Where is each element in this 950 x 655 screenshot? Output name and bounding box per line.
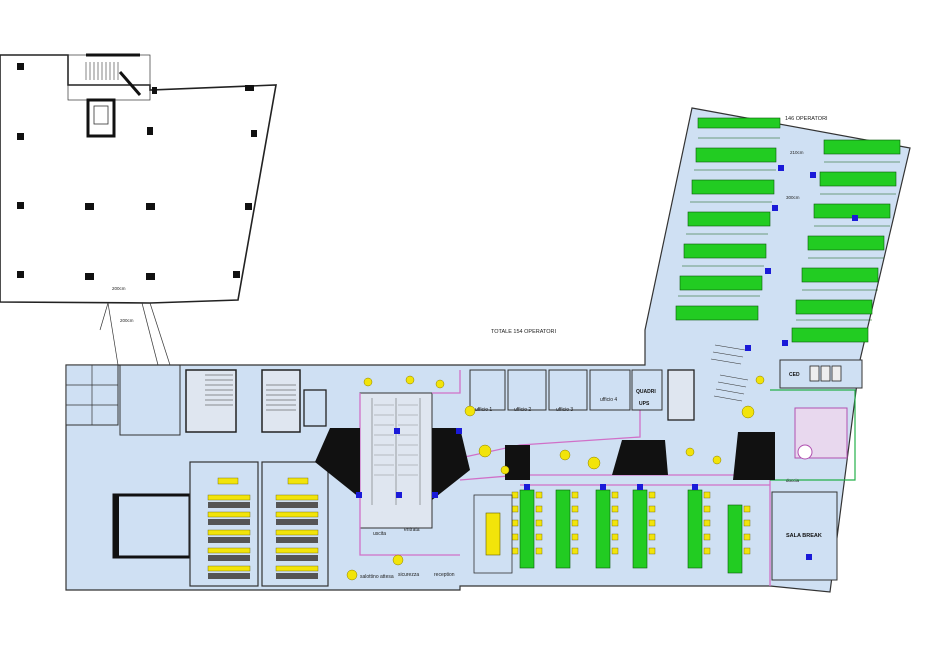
upper-floor-outline: 200cm 200cm xyxy=(0,53,277,366)
room-label-quadri: QUADRI xyxy=(636,389,656,395)
structural-blocks xyxy=(113,428,775,557)
planters xyxy=(346,375,765,581)
classroom-desks xyxy=(207,477,319,579)
room-label-ups: UPS xyxy=(639,401,650,407)
room-label-ufficio-4: ufficio 4 xyxy=(600,397,617,403)
room-label-reception: reception xyxy=(434,572,455,578)
dim-label-corridor: 200cm xyxy=(120,318,134,323)
room-label-uscita: uscita xyxy=(373,531,386,537)
room-label-doccia: doccia xyxy=(786,478,800,483)
south-workstations xyxy=(473,484,751,574)
room-label-ufficio-3: ufficio 3 xyxy=(556,407,573,413)
room-label-ced: CED xyxy=(789,372,800,378)
room-label-sicurezza: sicurezza xyxy=(398,572,419,578)
north-wing-workstations xyxy=(675,117,901,351)
main-floor xyxy=(65,107,911,593)
room-label-ufficio-2: ufficio 2 xyxy=(514,407,531,413)
room-label-entrata: entrata xyxy=(404,527,420,533)
north-wing-operators-label: 146 OPERATORI xyxy=(785,116,828,122)
blue-markers xyxy=(356,428,812,560)
room-label-ufficio-1: ufficio 1 xyxy=(475,407,492,413)
dim-label-wing-2: 300cm xyxy=(786,195,800,200)
room-label-sala-break: SALA BREAK xyxy=(786,533,822,539)
room-label-salottino-attesa: salottino attesa xyxy=(360,574,394,580)
dim-label-top-left: 200cm xyxy=(112,286,126,291)
total-operators-label: TOTALE 154 OPERATORI xyxy=(491,329,556,335)
dim-label-wing-1: 210cm xyxy=(790,150,804,155)
